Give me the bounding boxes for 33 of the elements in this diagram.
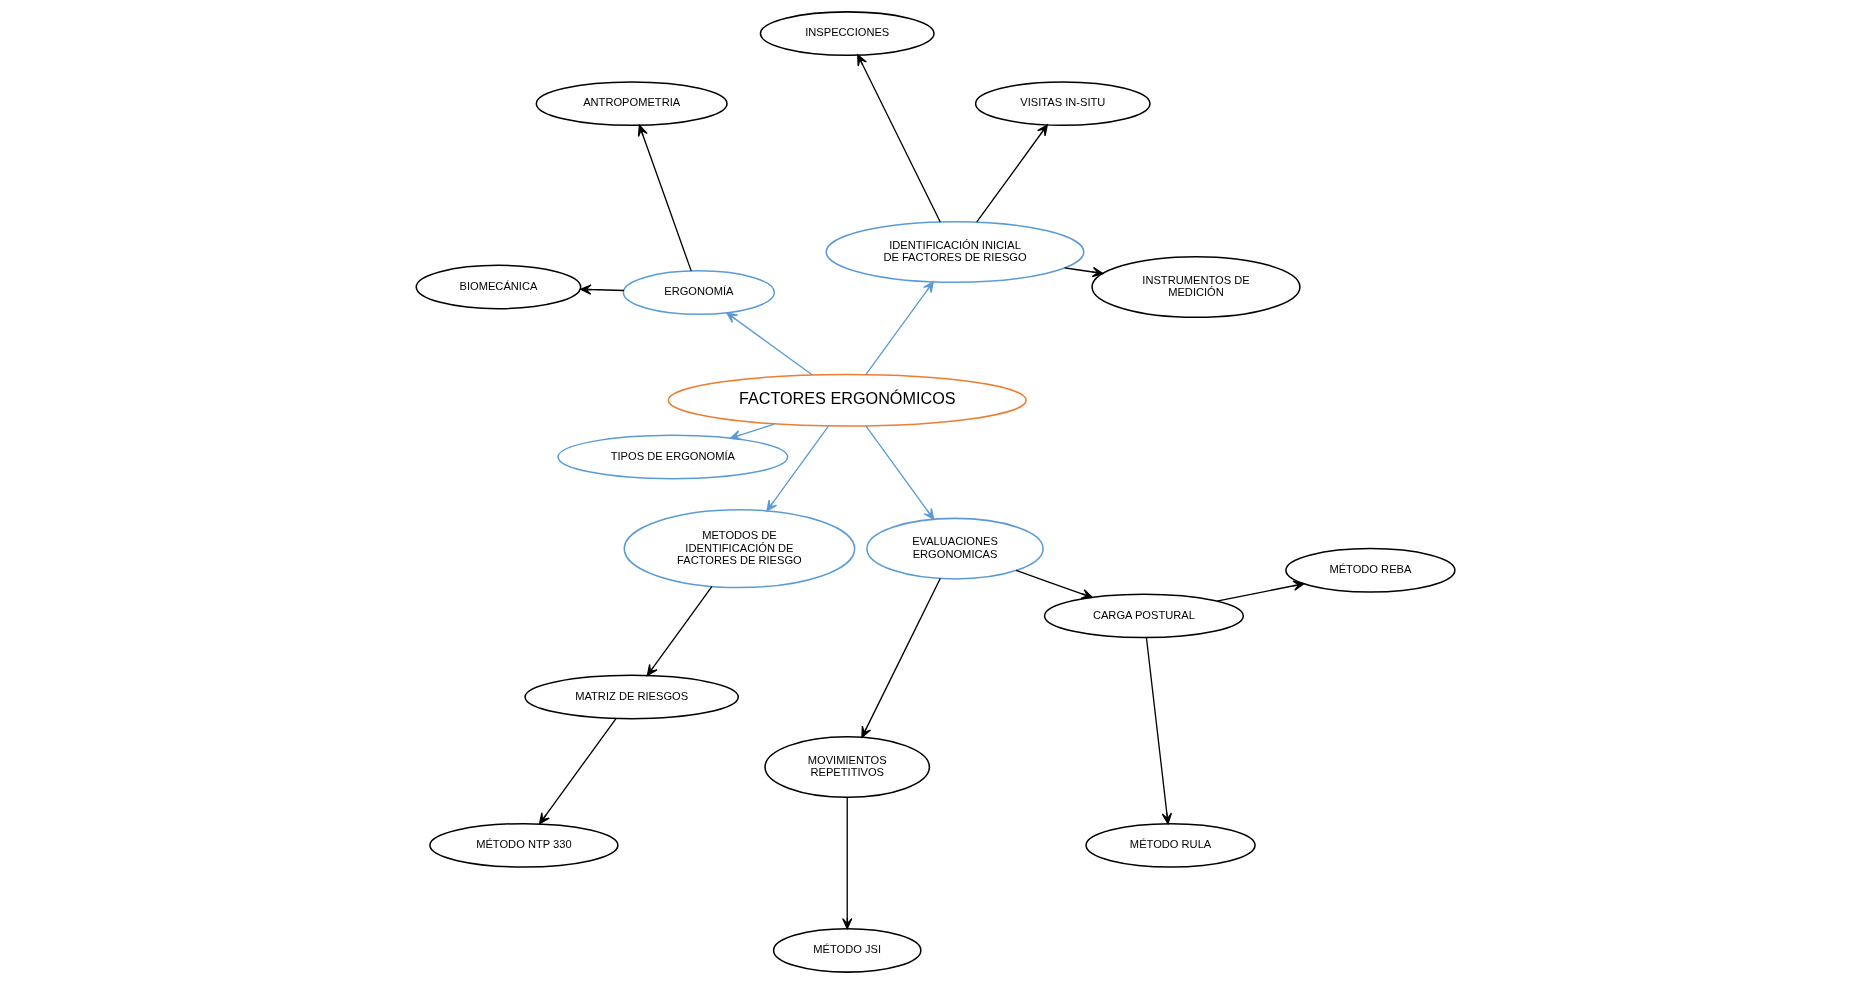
node-ellipse: FACTORES ERGONÓMICOS bbox=[667, 373, 1027, 427]
node-ellipse: VISITAS IN-SITU bbox=[974, 81, 1151, 127]
node-ellipse: CARGA POSTURAL bbox=[1043, 593, 1245, 639]
node-ellipse: INSPECCIONES bbox=[759, 11, 935, 57]
node-ellipse: MÉTODO RULA bbox=[1085, 822, 1256, 868]
arrow bbox=[865, 281, 934, 376]
node-ellipse: ERGONOMÍA bbox=[622, 270, 776, 315]
arrow bbox=[1216, 580, 1305, 602]
node-ellipse: IDENTIFICACIÓN INICIAL DE FACTORES DE RIESGO bbox=[825, 220, 1085, 284]
node-ellipse: BIOMECÁNICA bbox=[415, 264, 582, 310]
node-ellipse: MOVIMIENTOS REPETITIVOS bbox=[764, 736, 931, 799]
node-ellipse: MÉTODO NTP 330 bbox=[429, 822, 619, 868]
arrow bbox=[637, 124, 692, 272]
arrow bbox=[976, 124, 1048, 223]
arrow bbox=[766, 425, 830, 512]
arrow bbox=[842, 796, 853, 930]
arrow bbox=[726, 312, 813, 376]
node-ellipse: TIPOS DE ERGONOMÍA bbox=[557, 434, 789, 480]
arrow bbox=[1015, 569, 1093, 600]
arrow bbox=[861, 577, 941, 738]
arrow bbox=[1063, 266, 1104, 278]
arrow bbox=[865, 425, 935, 520]
node-ellipse: MATRIZ DE RIESGOS bbox=[524, 674, 740, 720]
arrow bbox=[729, 423, 775, 441]
node-ellipse: METODOS DE IDENTIFICACIÓN DE FACTORES DE RIESGO bbox=[623, 509, 856, 589]
arrow bbox=[646, 585, 713, 676]
arrow bbox=[857, 54, 941, 223]
arrow bbox=[580, 284, 625, 295]
node-ellipse: ANTROPOMETRIA bbox=[535, 81, 728, 127]
node-ellipse: EVALUACIONES ERGONOMICAS bbox=[866, 517, 1044, 580]
arrow bbox=[1145, 636, 1173, 825]
arrow bbox=[538, 717, 617, 825]
node-ellipse: MÉTODO JSI bbox=[772, 927, 922, 973]
